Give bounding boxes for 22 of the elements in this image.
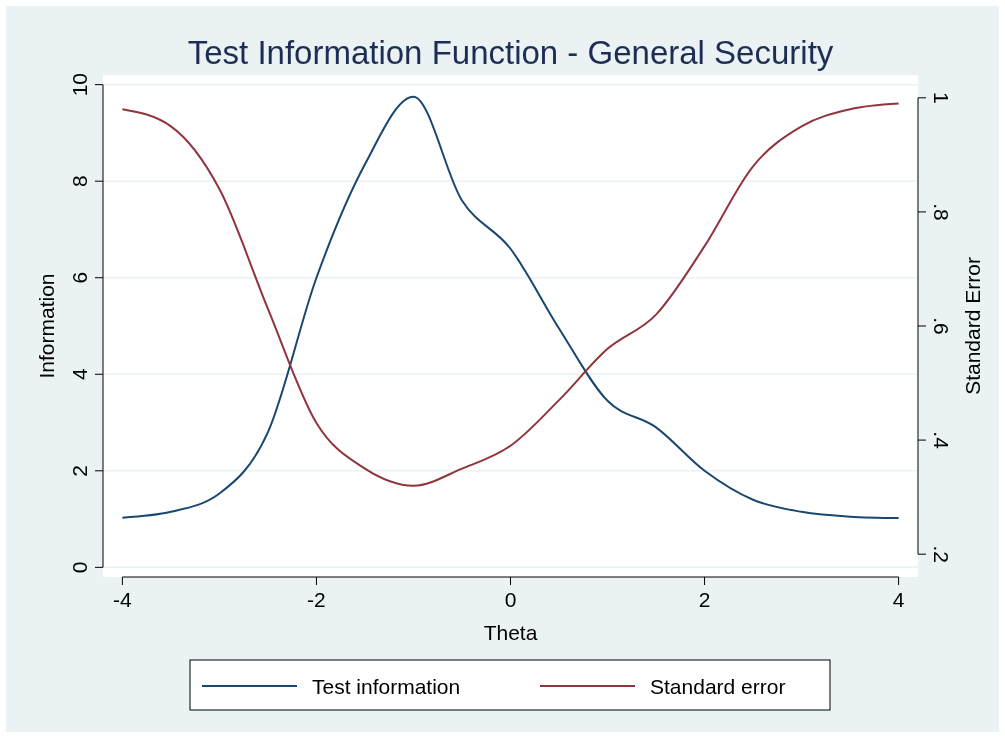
tick-label: 0 (504, 588, 517, 611)
tick-label: 1 (930, 91, 953, 104)
tick-label: 2 (698, 588, 711, 611)
axis-title: Theta (483, 621, 538, 644)
tick-label: 4 (68, 368, 91, 381)
tick-label: -2 (307, 588, 326, 611)
tick-label: 10 (68, 72, 91, 97)
tick-label: .4 (930, 431, 953, 449)
tick-label: .8 (930, 203, 953, 221)
tick-label: 0 (68, 561, 91, 574)
axis-title: Standard Error (961, 257, 984, 395)
tick-label: .2 (930, 545, 953, 563)
tick-label: 6 (68, 271, 91, 284)
legend-label: Standard error (650, 675, 786, 698)
tick-label: -4 (113, 588, 132, 611)
chart-title: Test Information Function - General Security (187, 34, 834, 71)
axis-title: Information (35, 273, 58, 379)
tick-label: 8 (68, 175, 91, 188)
tick-label: 4 (892, 588, 905, 611)
tick-label: .6 (930, 317, 953, 335)
legend-label: Test information (312, 675, 461, 698)
tick-label: 2 (68, 464, 91, 477)
